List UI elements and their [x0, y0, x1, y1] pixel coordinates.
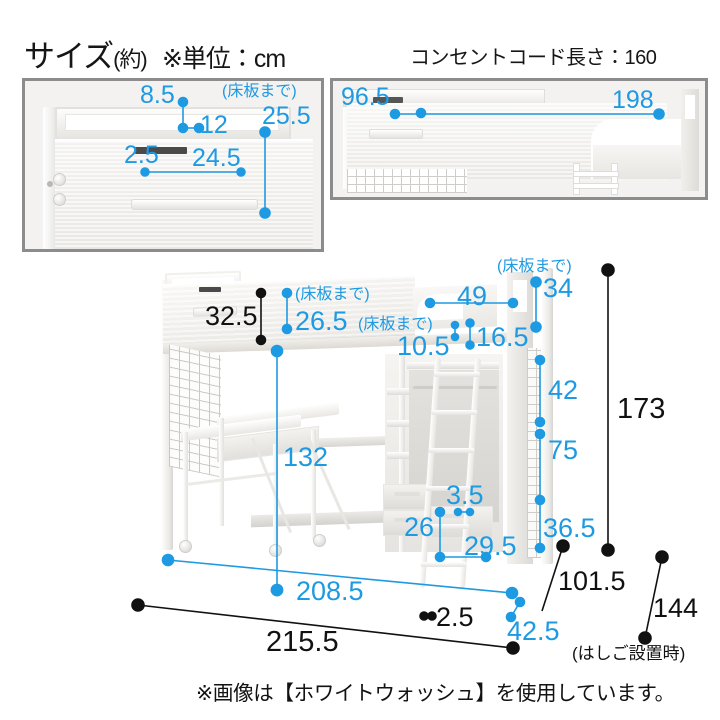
side-guard-outlet-slot: [373, 97, 403, 103]
dim-42: 42: [548, 375, 579, 405]
dim-215-5: 215.5: [266, 626, 339, 658]
wardrobe-shelf-3: [387, 452, 425, 459]
dim-25-5: 25.5: [262, 102, 311, 130]
headboard-detail-panel: [22, 78, 324, 252]
dim-2-5-main: 2.5: [436, 602, 474, 632]
desk-leg-rear-right: [311, 430, 316, 540]
drawer-lower: [383, 510, 429, 536]
dim-24-5: 24.5: [192, 144, 241, 172]
rear-right-post: [541, 268, 553, 564]
note-ladder-installed: (はしご設置時): [572, 644, 686, 663]
desk-cross-brace: [185, 445, 277, 513]
dim-208-5: 208.5: [296, 576, 364, 606]
desk-caster-1: [179, 540, 192, 553]
headboard-shelf-lip: [131, 199, 258, 210]
side-guard-mesh: [347, 169, 467, 193]
page-title-unit: ※単位：cm: [161, 45, 286, 73]
dim-96-5: 96.5: [341, 83, 390, 111]
desk-leg-front-left: [183, 432, 188, 542]
headboard-outlet-slot: [135, 147, 187, 154]
dim-49: 49: [457, 281, 488, 311]
dim-26-5: 26.5: [295, 306, 348, 336]
dim-36-5: 36.5: [543, 513, 596, 543]
headboard-screw-cap-1: [53, 173, 66, 186]
note-floorboard-1: (床板まで): [295, 286, 370, 303]
drawer-upper: [383, 484, 429, 510]
dim-12: 12: [200, 111, 228, 139]
side-guard-ladder: [571, 163, 629, 195]
dim-2-5-left: 2.5: [124, 141, 159, 169]
cord-length-label: コンセントコード長さ：160: [410, 47, 657, 69]
dim-3-5: 3.5: [446, 480, 484, 510]
dim-26: 26: [404, 512, 435, 542]
dim-8-5: 8.5: [140, 81, 175, 109]
side-guard-detail-panel: [330, 78, 708, 200]
wardrobe-hanger-rod: [413, 386, 497, 389]
note-floorboard-3: (床板まで): [497, 258, 572, 275]
headboard-rail-opening: [65, 114, 279, 131]
wardrobe-top-shelf: [407, 362, 499, 369]
page-title-approx: (約): [113, 47, 148, 72]
dim-42-5: 42.5: [507, 616, 560, 646]
desk-caster-3: [313, 534, 326, 547]
dim-132: 132: [283, 442, 329, 472]
dim-198: 198: [612, 86, 654, 114]
dim-29-5: 29.5: [464, 531, 517, 561]
loft-bed-illustration: [155, 262, 555, 588]
headboard-outlet: [199, 287, 221, 292]
dim-173: 173: [617, 393, 666, 425]
note-floorboard-left: (床板まで): [222, 83, 297, 100]
dim-144: 144: [653, 593, 699, 623]
page-title-main: サイズ: [24, 39, 114, 74]
footer-note: ※画像は【ホワイトウォッシュ】を使用しています。: [196, 682, 675, 705]
dim-16-5: 16.5: [476, 322, 529, 352]
headboard-screw-cap-2: [53, 193, 66, 206]
dim-101-5: 101.5: [558, 566, 626, 596]
headboard-post-dot: [47, 181, 53, 187]
side-guard-handle: [369, 129, 423, 139]
wardrobe-shelf-2: [387, 420, 425, 427]
desk-leg-rear-left: [219, 418, 224, 526]
headboard-panel: [55, 139, 313, 249]
wardrobe-shelf-1: [387, 388, 425, 395]
dim-10-5: 10.5: [397, 331, 450, 361]
page-title: サイズ(約) ※単位：cm: [24, 31, 286, 76]
side-guard-right-post-opening: [685, 95, 695, 119]
dim-75: 75: [548, 435, 579, 465]
dim-34: 34: [543, 273, 574, 303]
note-floorboard-2: (床板まで): [358, 316, 433, 333]
desk-caster-2: [269, 544, 282, 557]
dim-32-5: 32.5: [205, 301, 258, 331]
